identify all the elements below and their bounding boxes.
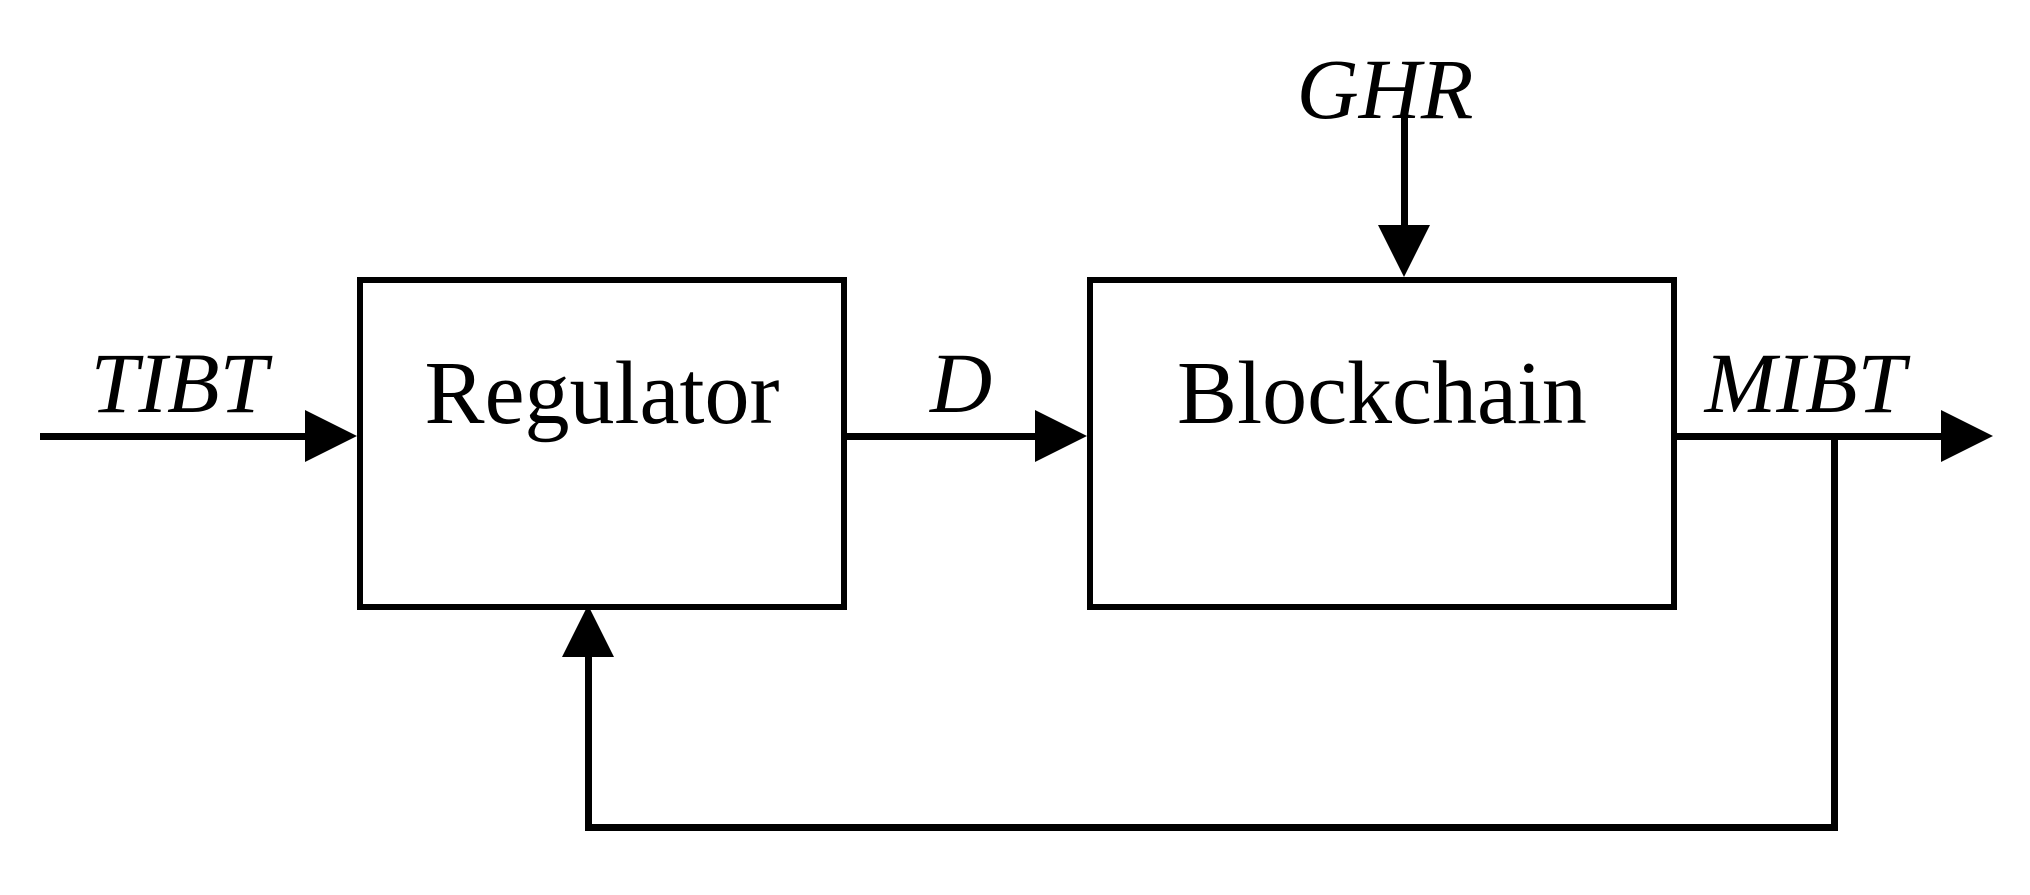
d-arrow-line [847, 433, 1037, 440]
tibt-input-label: TIBT [90, 335, 268, 431]
arrowhead-right-icon [1941, 410, 1993, 462]
feedback-branch-line [1831, 440, 1838, 831]
mibt-output-label: MIBT [1704, 335, 1906, 431]
arrowhead-up-icon [562, 605, 614, 657]
tibt-arrow-line [40, 433, 307, 440]
feedback-bottom-line [585, 824, 1838, 831]
mibt-arrow-line [1677, 433, 1944, 440]
regulator-block-label: Regulator [424, 343, 780, 443]
arrowhead-right-icon [305, 410, 357, 462]
ghr-input-label: GHR [1296, 41, 1474, 137]
ghr-arrow-line [1401, 116, 1408, 228]
arrowhead-right-icon [1035, 410, 1087, 462]
feedback-up-line [585, 650, 592, 831]
blockchain-block: Blockchain [1087, 277, 1677, 610]
regulator-block: Regulator [357, 277, 847, 610]
blockchain-block-label: Blockchain [1177, 343, 1587, 443]
arrowhead-down-icon [1378, 225, 1430, 277]
d-signal-label: D [929, 335, 993, 431]
